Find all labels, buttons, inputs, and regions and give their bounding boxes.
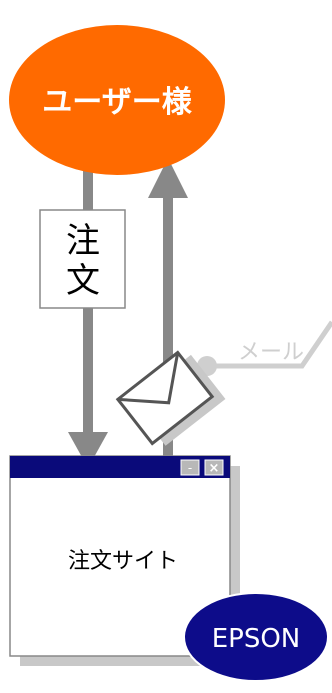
window-close-icon: × (209, 461, 220, 476)
epson-label: EPSON (212, 624, 301, 654)
mail-label: メール (238, 340, 304, 365)
mail-connector-line (207, 320, 332, 369)
order-arrow-head (68, 432, 108, 468)
order-label-line1: 注 (66, 221, 100, 261)
order-label-frame (39, 209, 126, 309)
user-oval (9, 25, 225, 175)
mail-connector: メール (197, 320, 332, 376)
order-label-box: 注 文 (39, 209, 126, 309)
window-minimize-button[interactable] (180, 459, 200, 476)
epson-oval (183, 592, 329, 682)
user-node: ユーザー様 (9, 25, 225, 175)
user-label: ユーザー様 (42, 85, 192, 120)
epson-badge: EPSON (183, 592, 329, 682)
envelope-icon (115, 350, 226, 446)
response-arrow-head (148, 158, 188, 198)
order-label-line2: 文 (66, 261, 100, 301)
response-arrow-shaft (163, 190, 173, 460)
window-minimize-glyph: - (188, 461, 192, 475)
order-site-label: 注文サイト (68, 549, 178, 574)
window-titlebar (10, 456, 230, 478)
window-close-button[interactable] (204, 459, 224, 476)
response-arrow (148, 158, 188, 460)
